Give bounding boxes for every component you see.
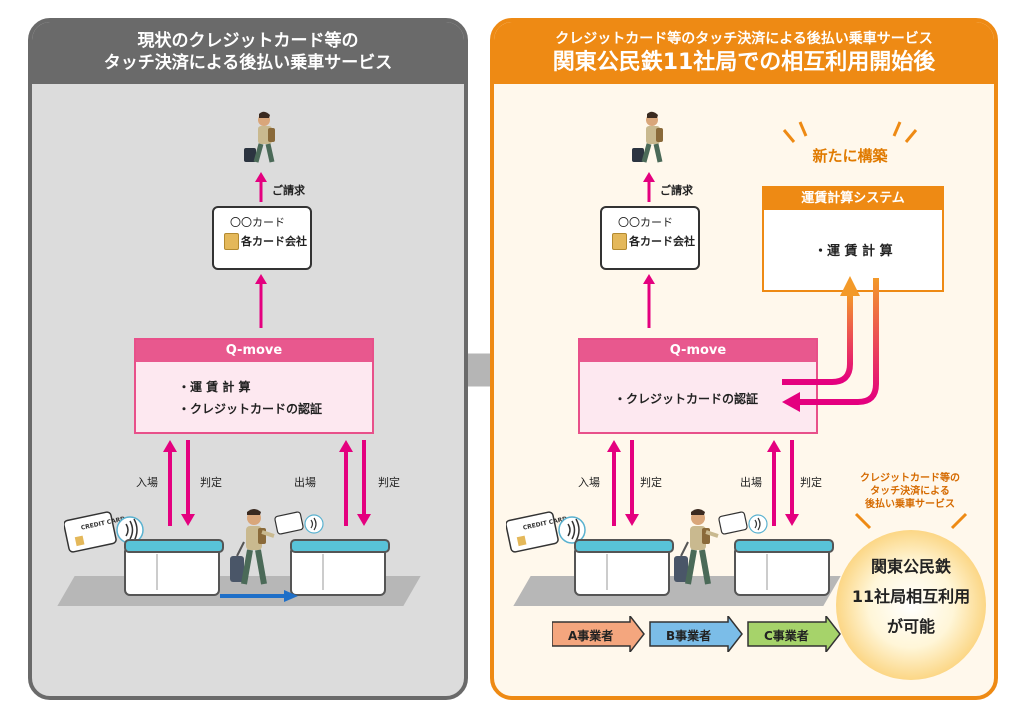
left-exit-arrows	[339, 440, 371, 526]
right-exit-arrows	[767, 440, 799, 526]
left-header-line2: タッチ決済による後払い乗車サービス	[103, 53, 393, 73]
right-walking-traveler-icon	[674, 509, 719, 585]
right-chip-icon	[612, 233, 627, 250]
left-gate-exit	[290, 539, 390, 596]
right-entry-label: 入場	[578, 476, 600, 489]
qmove-title: Q-move	[136, 340, 372, 362]
fare-system-item: ・運 賃 計 算	[814, 244, 893, 259]
small-card-icon	[274, 511, 324, 535]
qmove-box: Q-move ・運 賃 計 算 ・クレジットカードの認証	[134, 338, 374, 434]
left-header: 現状のクレジットカード等の タッチ決済による後払い乗車サービス	[32, 22, 464, 84]
fare-system-title: 運賃計算システム	[764, 188, 942, 210]
operator-arrow-a	[552, 616, 645, 652]
auth-up-arrow	[255, 274, 267, 328]
left-gate-entry	[124, 539, 224, 596]
callout-burst-icon	[854, 512, 968, 530]
callout-line-2: タッチ決済による	[870, 486, 950, 497]
qmove-item-auth: ・クレジットカードの認証	[178, 402, 323, 416]
left-entry-arrows	[163, 440, 195, 526]
right-gate-exit	[734, 539, 834, 596]
right-auth-up-arrow	[643, 274, 655, 328]
right-qmove-item-auth: ・クレジットカードの認証	[614, 392, 759, 406]
right-small-card-icon	[718, 511, 768, 535]
left-judge-label-2: 判定	[378, 476, 400, 489]
credit-card-icon: CREDIT CARD	[64, 511, 144, 553]
right-exit-label: 出場	[740, 476, 762, 489]
operator-arrow-c	[747, 616, 841, 652]
right-qmove-title: Q-move	[580, 340, 816, 362]
right-traveler-icon	[632, 111, 663, 163]
operator-a-label: A事業者	[568, 629, 614, 643]
left-exit-label: 出場	[294, 476, 316, 489]
chip-icon	[224, 233, 239, 250]
traveler-icon	[244, 111, 275, 163]
fare-flow-arrows	[782, 276, 879, 412]
circle-line-1: 関東公民鉄	[870, 557, 951, 576]
operator-b-label: B事業者	[666, 629, 712, 643]
right-gate-entry	[574, 539, 674, 596]
operator-c-label: C事業者	[764, 629, 809, 643]
qmove-item-fare: ・運 賃 計 算	[178, 380, 251, 394]
right-credit-card-icon: CREDIT CARD	[506, 511, 586, 553]
mutual-use-circle: 関東公民鉄 11社局相互利用 が可能	[836, 530, 986, 680]
right-header-line1: クレジットカード等のタッチ決済による後払い乗車サービス	[555, 31, 933, 47]
circle-line-3: が可能	[886, 617, 935, 636]
callout-line-1: クレジットカード等の	[860, 473, 960, 484]
right-card-brand-label: 〇〇カード	[618, 216, 673, 229]
left-entry-label: 入場	[136, 476, 158, 489]
fare-calc-system-box: 運賃計算システム ・運 賃 計 算	[762, 186, 944, 292]
right-billing-arrow	[643, 172, 655, 202]
billing-label: ご請求	[272, 184, 305, 197]
callout-text: クレジットカード等の タッチ決済による 後払い乗車サービス	[840, 472, 980, 511]
callout-line-3: 後払い乗車サービス	[865, 499, 955, 510]
burst-lines-icon	[782, 121, 918, 143]
new-build-label: 新たに構築	[812, 147, 888, 165]
right-entry-arrows	[607, 440, 639, 526]
right-header-line2: 関東公民鉄11社局での相互利用開始後	[552, 50, 936, 75]
billing-arrow	[255, 172, 267, 202]
right-card-company-box: 〇〇カード 各カード会社	[600, 206, 700, 270]
right-billing-label: ご請求	[660, 184, 693, 197]
card-company-box: 〇〇カード 各カード会社	[212, 206, 312, 270]
left-header-line1: 現状のクレジットカード等の	[137, 31, 359, 51]
operator-arrows	[552, 616, 841, 652]
right-judge-label-1: 判定	[640, 476, 662, 489]
card-brand-label: 〇〇カード	[230, 216, 285, 229]
left-judge-label-1: 判定	[200, 476, 222, 489]
right-qmove-box: Q-move ・クレジットカードの認証	[578, 338, 818, 434]
right-header: クレジットカード等のタッチ決済による後払い乗車サービス 関東公民鉄11社局での相…	[494, 22, 994, 84]
walking-direction-arrow	[220, 590, 298, 602]
operator-arrow-b	[649, 616, 743, 652]
right-card-company-label: 各カード会社	[629, 235, 695, 248]
walking-traveler-icon	[230, 509, 275, 585]
right-judge-label-2: 判定	[800, 476, 822, 489]
card-company-label: 各カード会社	[241, 235, 307, 248]
circle-line-2: 11社局相互利用	[851, 587, 971, 606]
